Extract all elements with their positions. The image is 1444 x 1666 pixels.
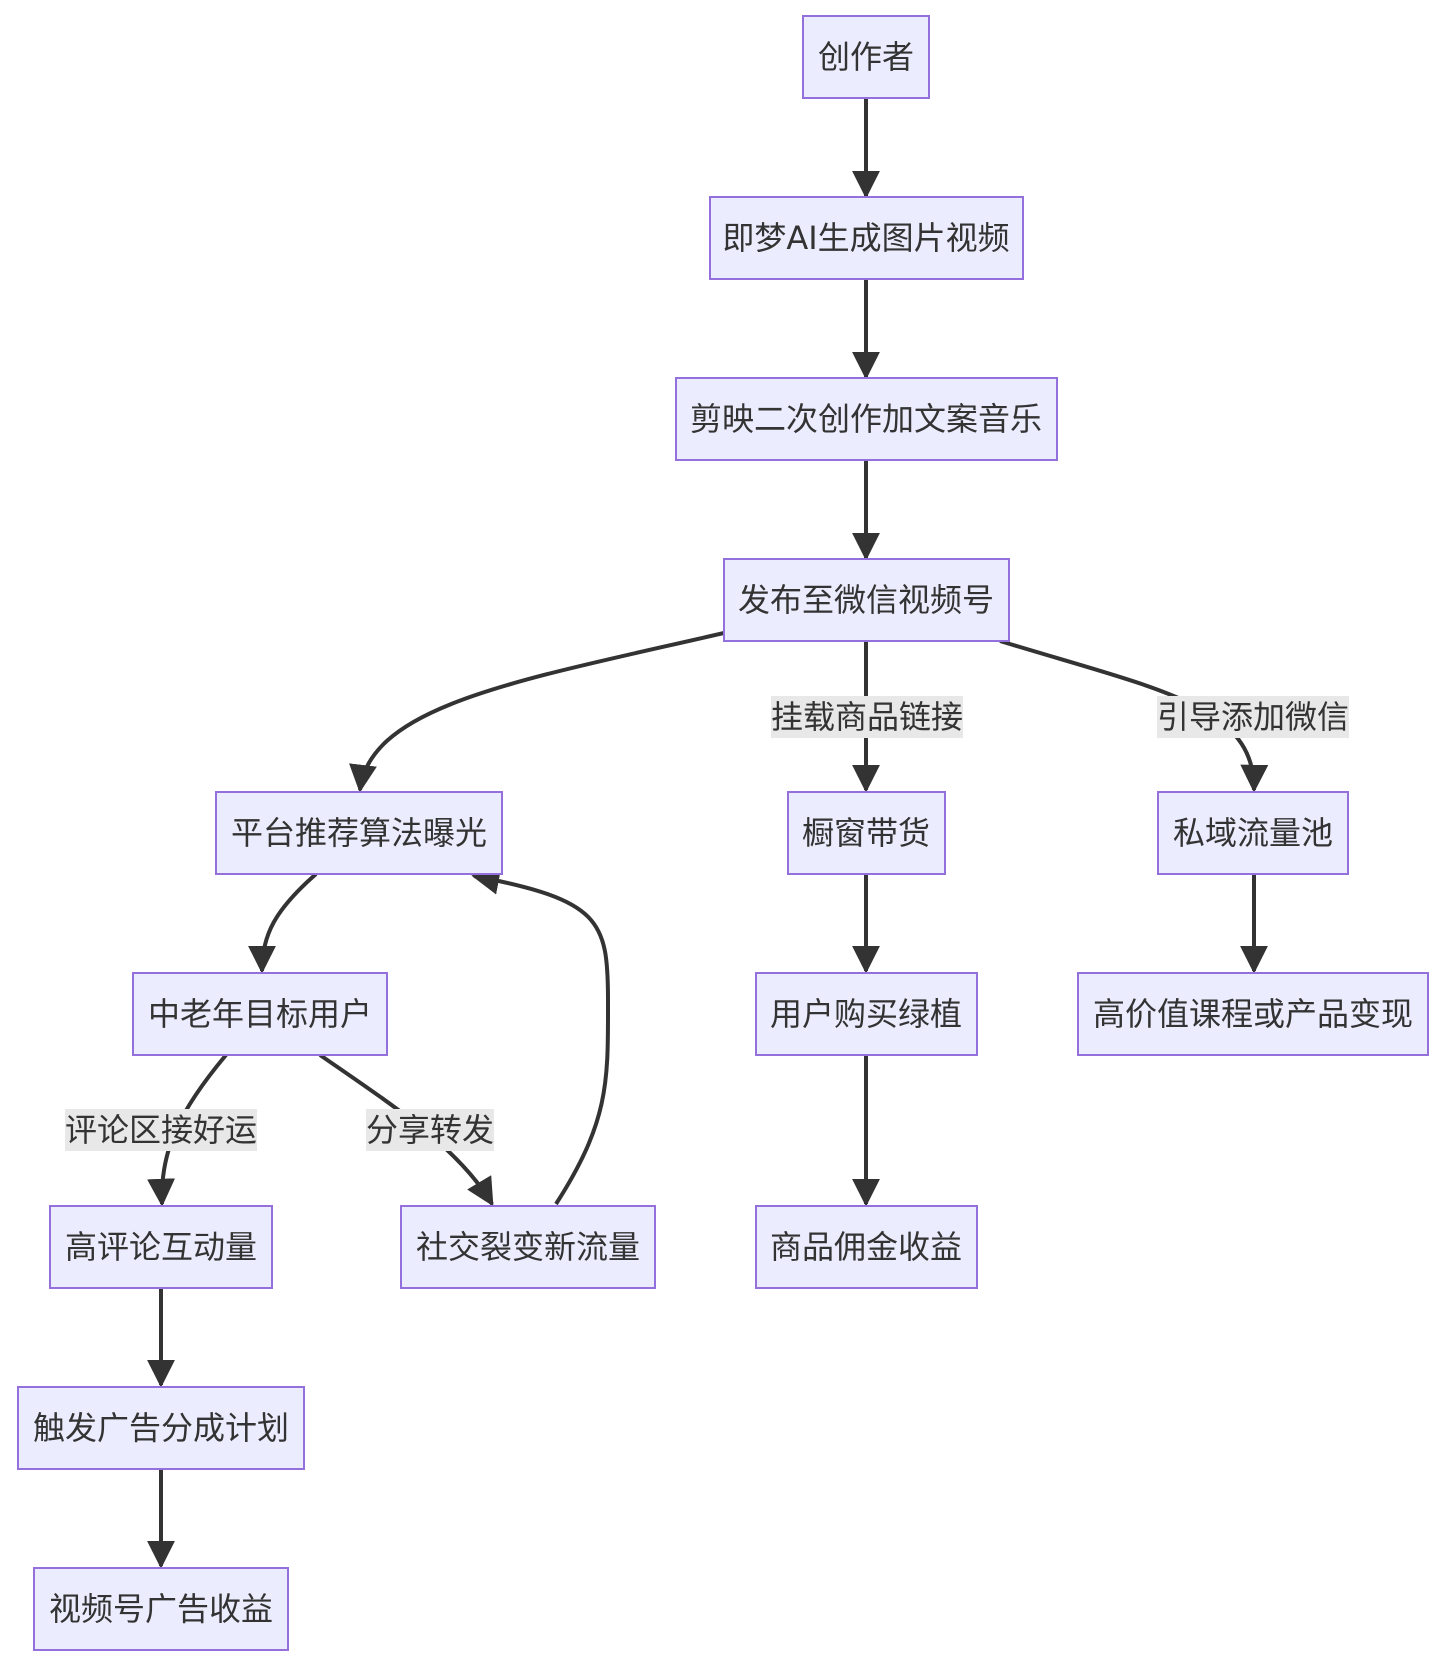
node-publish-label: 发布至微信视频号 [738, 581, 994, 619]
edge-label-mount-link: 挂载商品链接 [771, 696, 963, 738]
node-jimeng-label: 即梦AI生成图片视频 [722, 219, 1009, 257]
node-publish: 发布至微信视频号 [723, 558, 1010, 642]
node-private-pool: 私域流量池 [1157, 791, 1349, 875]
node-showcase: 橱窗带货 [787, 791, 946, 875]
node-creator: 创作者 [802, 15, 930, 99]
node-buy-plants-label: 用户购买绿植 [770, 995, 962, 1033]
node-commission-label: 商品佣金收益 [770, 1228, 962, 1266]
edge-label-comment-luck: 评论区接好运 [65, 1109, 257, 1151]
node-algo: 平台推荐算法曝光 [215, 791, 503, 875]
node-high-comment-label: 高评论互动量 [65, 1228, 257, 1266]
node-algo-label: 平台推荐算法曝光 [231, 814, 487, 852]
node-social-fission-label: 社交裂变新流量 [416, 1228, 640, 1266]
node-ad-revenue: 视频号广告收益 [33, 1567, 289, 1651]
node-ad-revenue-label: 视频号广告收益 [49, 1590, 273, 1628]
node-target-users: 中老年目标用户 [132, 972, 388, 1056]
node-commission: 商品佣金收益 [755, 1205, 978, 1289]
node-creator-label: 创作者 [818, 38, 914, 76]
edge-label-mount-link-text: 挂载商品链接 [771, 698, 963, 736]
node-jianying-label: 剪映二次创作加文案音乐 [690, 400, 1042, 438]
node-ad-plan: 触发广告分成计划 [17, 1386, 305, 1470]
node-ad-plan-label: 触发广告分成计划 [33, 1409, 289, 1447]
node-target-users-label: 中老年目标用户 [148, 995, 372, 1033]
edge-publish-algo [349, 631, 725, 793]
node-monetize: 高价值课程或产品变现 [1077, 972, 1429, 1056]
edge-algo-target [248, 872, 318, 974]
node-monetize-label: 高价值课程或产品变现 [1093, 995, 1413, 1033]
edge-label-guide-wechat: 引导添加微信 [1157, 696, 1349, 738]
node-jimeng: 即梦AI生成图片视频 [709, 196, 1024, 280]
edge-social-algo [471, 866, 611, 1206]
edge-label-comment-luck-text: 评论区接好运 [65, 1111, 257, 1149]
node-buy-plants: 用户购买绿植 [755, 972, 978, 1056]
edge-label-share-forward: 分享转发 [366, 1109, 494, 1151]
node-private-pool-label: 私域流量池 [1173, 814, 1333, 852]
node-high-comment: 高评论互动量 [49, 1205, 273, 1289]
edge-label-guide-wechat-text: 引导添加微信 [1157, 698, 1349, 736]
node-jianying: 剪映二次创作加文案音乐 [675, 377, 1058, 461]
edge-label-share-forward-text: 分享转发 [366, 1111, 494, 1149]
node-showcase-label: 橱窗带货 [802, 814, 930, 852]
node-social-fission: 社交裂变新流量 [400, 1205, 656, 1289]
